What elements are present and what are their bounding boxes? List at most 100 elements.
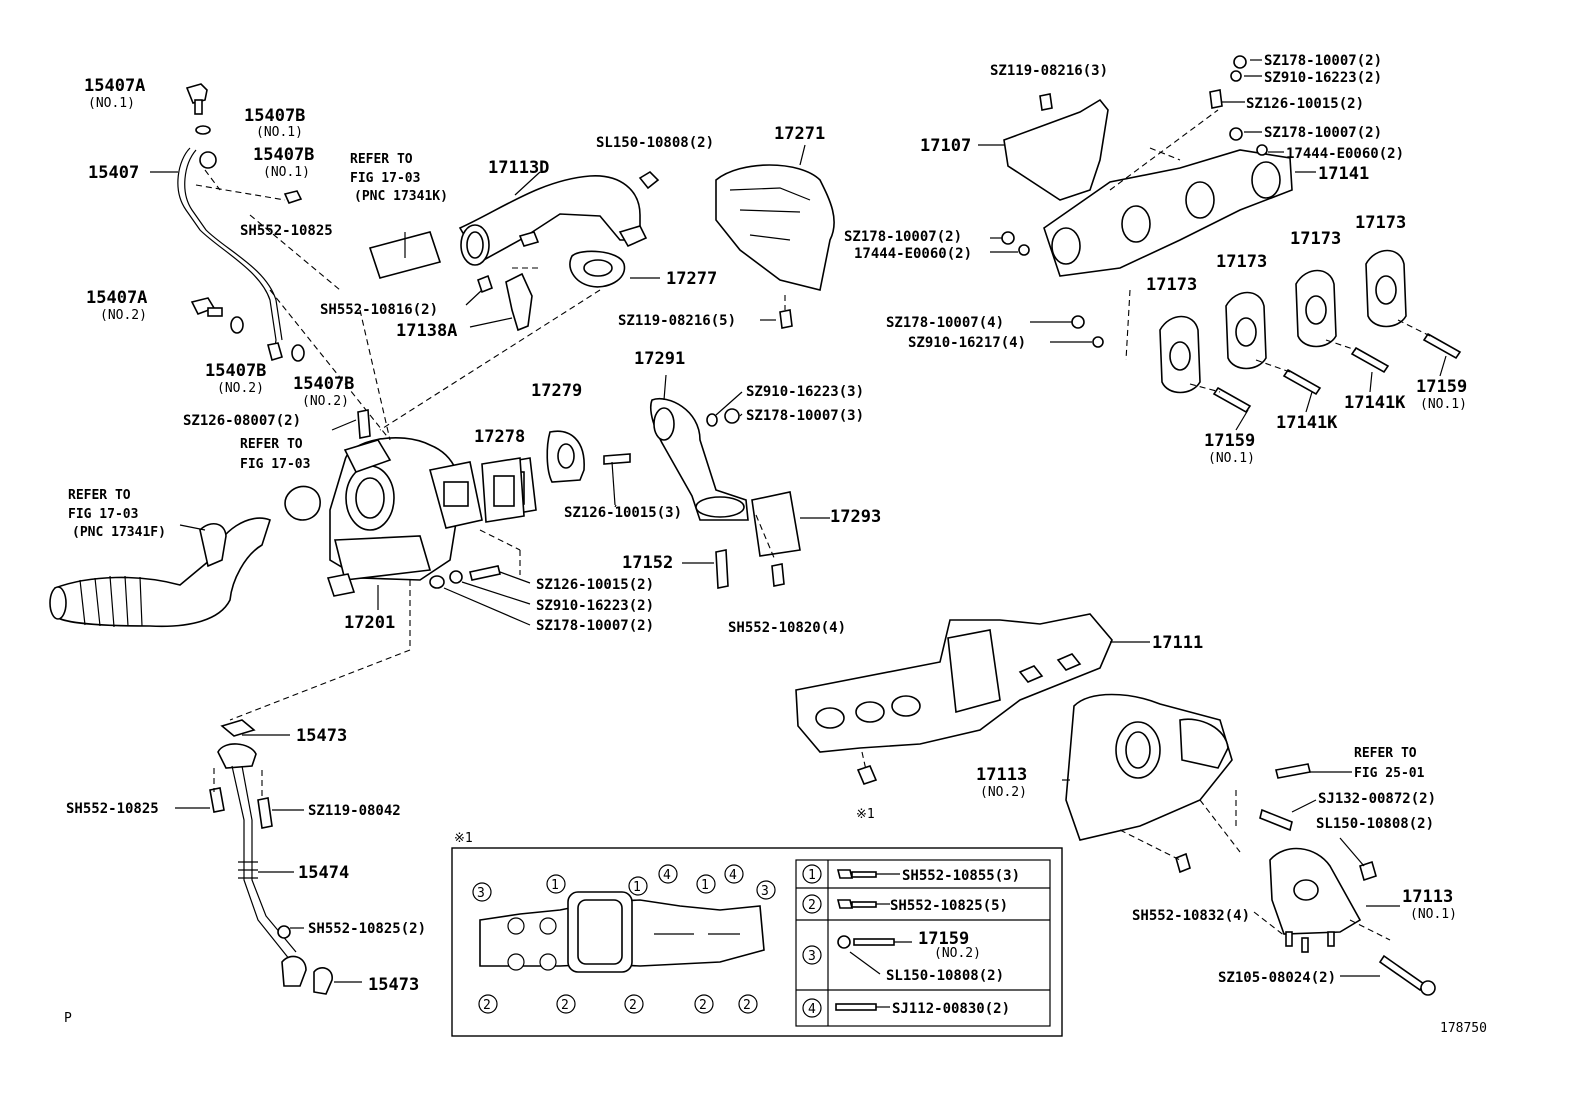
svg-text:2: 2 <box>483 998 491 1013</box>
label-17159-no1-a: 17159 <box>1416 377 1467 397</box>
intake-pipe-17113D <box>368 170 660 431</box>
label-SZ126-10015-3: SZ126-10015(3) <box>564 505 682 521</box>
label-fig-17-03-b: FIG 17-03 <box>240 457 310 472</box>
label-refer-to-a: REFER TO <box>350 152 413 167</box>
label-SZ178-10007-2-c: SZ178-10007(2) <box>1264 125 1382 141</box>
label-SH552-10832: SH552-10832(4) <box>1132 908 1250 924</box>
label-17444-E0060-2-a: 17444-E0060(2) <box>1286 146 1404 162</box>
label-figure-id: 178750 <box>1440 1021 1487 1036</box>
svg-text:SH552-10855(3): SH552-10855(3) <box>902 868 1020 884</box>
label-17173-a: 17173 <box>1355 213 1406 233</box>
label-17113-no2: 17113 <box>976 765 1027 785</box>
label-SZ119-08042: SZ119-08042 <box>308 803 401 819</box>
svg-text:1: 1 <box>633 880 641 895</box>
label-refer-to-d: REFER TO <box>1354 746 1417 761</box>
label-no2-d: (NO.2) <box>980 785 1027 800</box>
svg-text:(NO.2): (NO.2) <box>934 946 981 961</box>
svg-text:2: 2 <box>808 898 816 913</box>
label-no2-b: (NO.2) <box>217 381 264 396</box>
legend-row-4: 4 SJ112-00830(2) <box>802 998 1010 1018</box>
label-15407B-no1-b: 15407B <box>253 145 314 165</box>
gasket-marker: 4 <box>658 864 678 884</box>
svg-text:SJ112-00830(2): SJ112-00830(2) <box>892 1001 1010 1017</box>
svg-text:2: 2 <box>629 998 637 1013</box>
label-page-marker: P <box>64 1011 72 1026</box>
label-SH552-10825-b: SH552-10825 <box>66 801 159 817</box>
label-17277: 17277 <box>666 269 717 289</box>
label-SZ126-10015-2-b: SZ126-10015(2) <box>1246 96 1364 112</box>
label-17173-d: 17173 <box>1146 275 1197 295</box>
label-SZ178-10007-3: SZ178-10007(3) <box>746 408 864 424</box>
gasket-marker: 1 <box>628 876 648 896</box>
label-17141K-b: 17141K <box>1276 413 1338 433</box>
gaskets-center <box>481 430 631 523</box>
label-17444-E0060-2-b: 17444-E0060(2) <box>854 246 972 262</box>
label-no2-a: (NO.2) <box>100 308 147 323</box>
label-15407B-no2-a: 15407B <box>205 361 266 381</box>
exhaust-elbow-17291 <box>614 374 830 589</box>
label-SZ910-16223-2-b: SZ910-16223(2) <box>1264 70 1382 86</box>
air-hose <box>49 517 271 628</box>
label-SZ178-10007-4: SZ178-10007(4) <box>886 315 1004 331</box>
label-SJ132-00872: SJ132-00872(2) <box>1318 791 1436 807</box>
label-note-mark: ※1 <box>856 807 875 822</box>
label-SZ178-10007-2-a: SZ178-10007(2) <box>536 618 654 634</box>
label-no1-b: (NO.1) <box>256 125 303 140</box>
gasket-marker: 2 <box>478 994 498 1014</box>
label-15407A-no1: 15407A <box>84 76 145 96</box>
legend-row-2: 2 SH552-10825(5) <box>802 894 1008 914</box>
label-fig-25-01: FIG 25-01 <box>1354 766 1425 781</box>
label-SZ178-10007-2-d: SZ178-10007(2) <box>844 229 962 245</box>
label-17113-no1: 17113 <box>1402 887 1453 907</box>
gasket-marker: 2 <box>624 994 644 1014</box>
label-SH552-10820: SH552-10820(4) <box>728 620 846 636</box>
gasket-marker: 1 <box>696 874 716 894</box>
label-17141: 17141 <box>1318 164 1369 184</box>
label-no2-c: (NO.2) <box>302 394 349 409</box>
svg-text:SL150-10808(2): SL150-10808(2) <box>886 968 1004 984</box>
svg-text:2: 2 <box>743 998 751 1013</box>
label-SZ119-08216-5: SZ119-08216(5) <box>618 313 736 329</box>
svg-text:1: 1 <box>808 868 816 883</box>
intake-manifold-17111 <box>795 613 1150 785</box>
label-SL150-10808-b: SL150-10808(2) <box>1316 816 1434 832</box>
label-17141K-a: 17141K <box>1344 393 1406 413</box>
svg-text:4: 4 <box>808 1002 816 1017</box>
label-17293: 17293 <box>830 507 881 527</box>
label-15407: 15407 <box>88 163 139 183</box>
label-fig-17-03-c: FIG 17-03 <box>68 507 138 522</box>
svg-text:1: 1 <box>701 878 709 893</box>
label-17201: 17201 <box>344 613 395 633</box>
label-15474: 15474 <box>298 863 349 883</box>
label-SZ119-08216-3: SZ119-08216(3) <box>990 63 1108 79</box>
label-15473-b: 15473 <box>368 975 419 995</box>
gasket-marker: 2 <box>694 994 714 1014</box>
gasket-marker: 1 <box>546 874 566 894</box>
label-17113D: 17113D <box>488 158 549 178</box>
label-17107: 17107 <box>920 136 971 156</box>
label-no1-a: (NO.1) <box>88 96 135 111</box>
label-SZ105-08024: SZ105-08024(2) <box>1218 970 1336 986</box>
svg-text:4: 4 <box>663 868 671 883</box>
label-SZ910-16223-3: SZ910-16223(3) <box>746 384 864 400</box>
legend-row-3: 3 17159 (NO.2) SL150-10808(2) <box>802 929 1004 984</box>
label-no1-f: (NO.1) <box>1410 907 1457 922</box>
label-SZ126-10015-2-a: SZ126-10015(2) <box>536 577 654 593</box>
svg-text:3: 3 <box>808 949 816 964</box>
label-15407A-no2: 15407A <box>86 288 147 308</box>
label-no1-c: (NO.1) <box>263 165 310 180</box>
svg-text:3: 3 <box>477 886 485 901</box>
label-17271: 17271 <box>774 124 825 144</box>
label-15473-a: 15473 <box>296 726 347 746</box>
label-pnc-17341K: (PNC 17341K) <box>354 189 448 204</box>
label-refer-to-b: REFER TO <box>240 437 303 452</box>
label-SH552-10825-a: SH552-10825 <box>240 223 333 239</box>
label-SL150-10808-a: SL150-10808(2) <box>596 135 714 151</box>
label-17111: 17111 <box>1152 633 1203 653</box>
svg-text:2: 2 <box>561 998 569 1013</box>
label-SZ126-08007: SZ126-08007(2) <box>183 413 301 429</box>
svg-text:17159: 17159 <box>918 929 969 949</box>
exhaust-manifold-17141 <box>978 55 1316 361</box>
label-17173-b: 17173 <box>1290 229 1341 249</box>
label-17291: 17291 <box>634 349 685 369</box>
